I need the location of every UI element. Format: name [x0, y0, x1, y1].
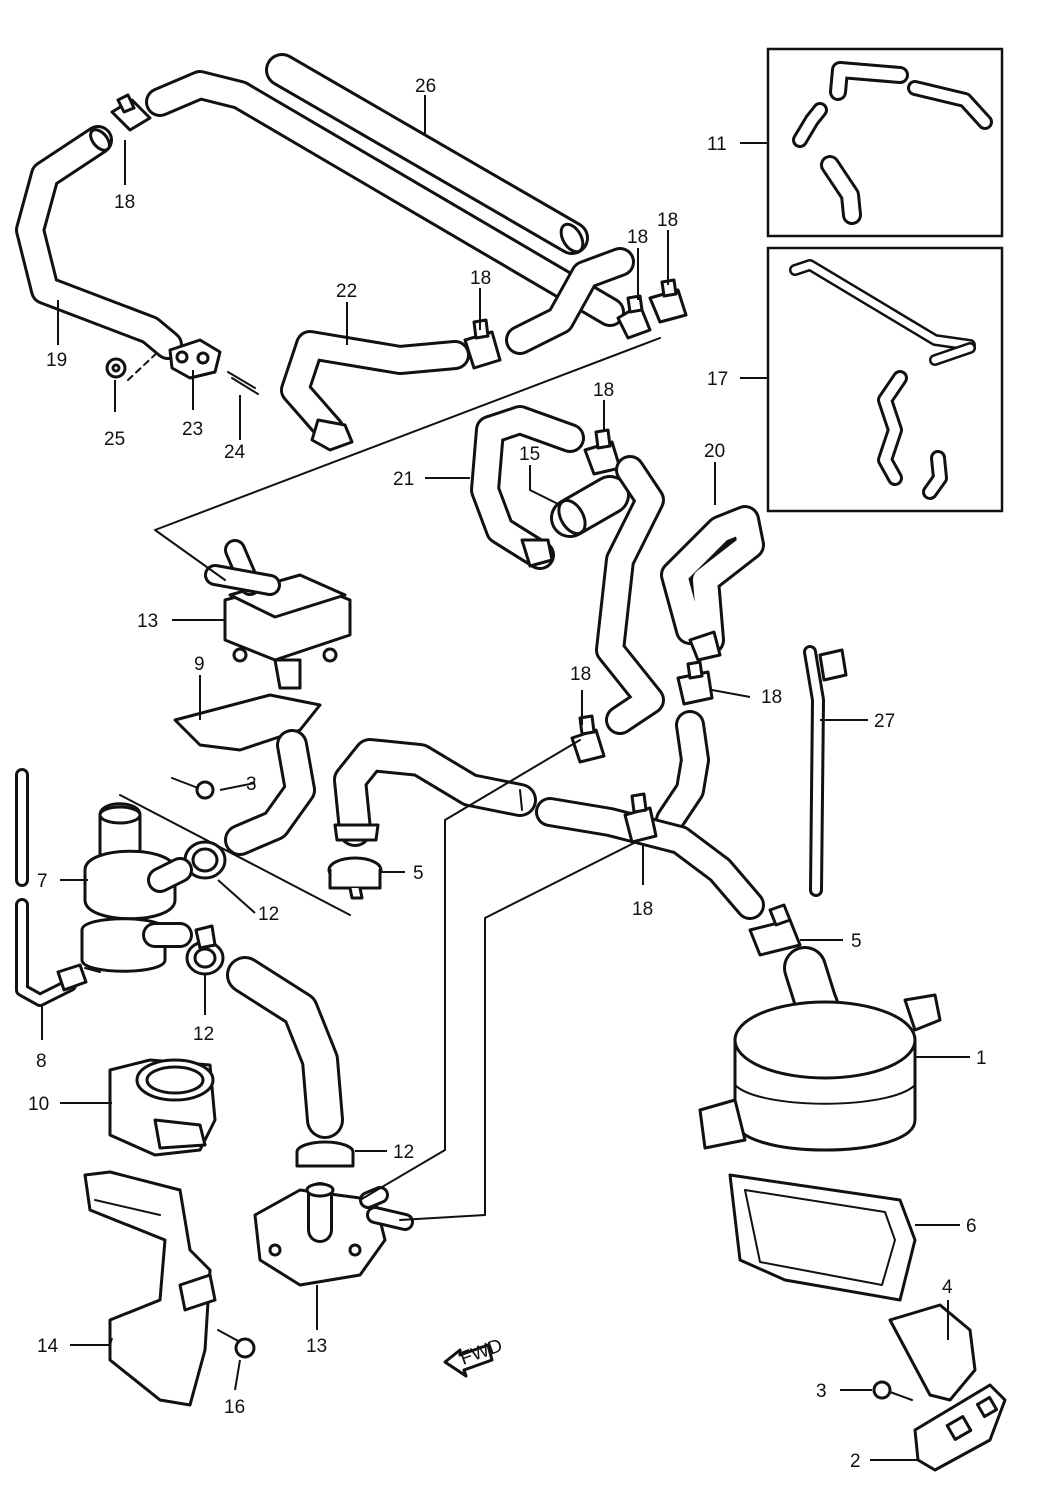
clamp-18-mid: [463, 318, 502, 370]
hose-upper-13-to-12: [224, 729, 316, 856]
reference-lines: [119, 337, 661, 1221]
callout-labels: 26 18 19 22 18 18 18 11 17 20 21 15 18 2…: [28, 76, 987, 1472]
callout-18-h: 18: [632, 899, 653, 920]
hose-22: [280, 330, 470, 452]
callout-24: 24: [224, 442, 246, 463]
callout-13-b: 13: [306, 1336, 327, 1357]
bracket-14: [83, 1170, 217, 1407]
cap-10: [108, 1058, 217, 1157]
callout-16: 16: [224, 1397, 245, 1418]
valve-13-lower: [253, 1182, 414, 1287]
callout-11: 11: [707, 134, 727, 155]
callout-18-c: 18: [627, 227, 648, 248]
callout-12-c: 12: [393, 1142, 414, 1163]
callout-21: 21: [393, 469, 414, 490]
callout-3-a: 3: [246, 774, 257, 795]
clamp-12-lower: [295, 1140, 355, 1168]
clamp-5-right: [748, 903, 802, 957]
callout-6: 6: [966, 1216, 977, 1237]
reed-valve-1: [698, 946, 942, 1152]
callout-27: 27: [874, 711, 895, 732]
callout-17: 17: [707, 369, 728, 390]
callout-12-b: 12: [193, 1024, 214, 1045]
callout-7: 7: [37, 871, 48, 892]
hose-19: [15, 70, 625, 360]
callout-10: 10: [28, 1094, 49, 1115]
callout-26: 26: [415, 76, 436, 97]
callout-5-b: 5: [851, 931, 862, 952]
hose-long-center: [595, 455, 665, 735]
clamp-18-near-21: [583, 428, 622, 476]
clamp-18-top-left: [110, 93, 152, 132]
hose-21: [470, 405, 585, 570]
leader-lines: [41, 95, 970, 1461]
bolt-3-left: [171, 777, 215, 800]
callout-15: 15: [519, 444, 540, 465]
callout-8: 8: [36, 1051, 47, 1072]
callout-18-b: 18: [470, 268, 491, 289]
stud-24: [227, 371, 259, 395]
callout-5-a: 5: [413, 863, 424, 884]
callout-9: 9: [194, 654, 205, 675]
clamp-18-right-b: [648, 278, 688, 324]
nut-25: [105, 357, 127, 379]
callout-3-b: 3: [816, 1381, 827, 1402]
clamp-18-center: [570, 714, 606, 764]
callout-4: 4: [942, 1277, 953, 1298]
bolt-16: [217, 1329, 256, 1359]
bracket-9: [173, 693, 322, 752]
callout-22: 22: [336, 281, 357, 302]
hose-lower-right: [535, 797, 765, 920]
callout-13-a: 13: [137, 611, 158, 632]
front-direction-arrow-icon: FWD: [443, 1335, 505, 1378]
gasket-23: [168, 338, 222, 380]
clamp-12-middle: [185, 924, 225, 976]
callout-20: 20: [704, 441, 725, 462]
valve-7: [80, 802, 193, 973]
callout-18-g: 18: [761, 687, 782, 708]
inset-box-11: [766, 47, 1004, 238]
hose-8: [15, 768, 88, 1007]
hose-center-elbow: [333, 738, 537, 847]
callout-18-a: 18: [114, 192, 135, 213]
callout-1: 1: [976, 1048, 987, 1069]
callout-18-f: 18: [570, 664, 591, 685]
hose-right-mid: [655, 710, 710, 835]
callout-18-e: 18: [593, 380, 614, 401]
clamp-18-near-20: [676, 660, 714, 706]
bracket-2: [913, 1383, 1007, 1472]
valve-13-upper: [204, 539, 352, 690]
tube-27: [803, 645, 848, 897]
clamp-5-left: [327, 856, 383, 900]
hose-lower-left: [226, 956, 344, 1139]
case-6: [728, 1173, 917, 1302]
callout-14: 14: [37, 1336, 59, 1357]
hose-20: [660, 505, 765, 662]
bracket-4: [888, 1303, 977, 1402]
hose-26: [265, 53, 589, 255]
callout-2: 2: [850, 1451, 861, 1472]
clamp-18-lower: [623, 792, 658, 844]
clamp-18-right-a: [616, 294, 652, 340]
callout-18-d: 18: [657, 210, 678, 231]
pipe-15: [550, 475, 630, 538]
callout-25: 25: [104, 429, 125, 450]
inset-box-17: [766, 246, 1004, 513]
bolt-3-right: [872, 1380, 913, 1401]
callout-12-a: 12: [258, 904, 279, 925]
hose-connector-upper: [505, 247, 635, 355]
callout-19: 19: [46, 350, 67, 371]
callout-23: 23: [182, 419, 203, 440]
